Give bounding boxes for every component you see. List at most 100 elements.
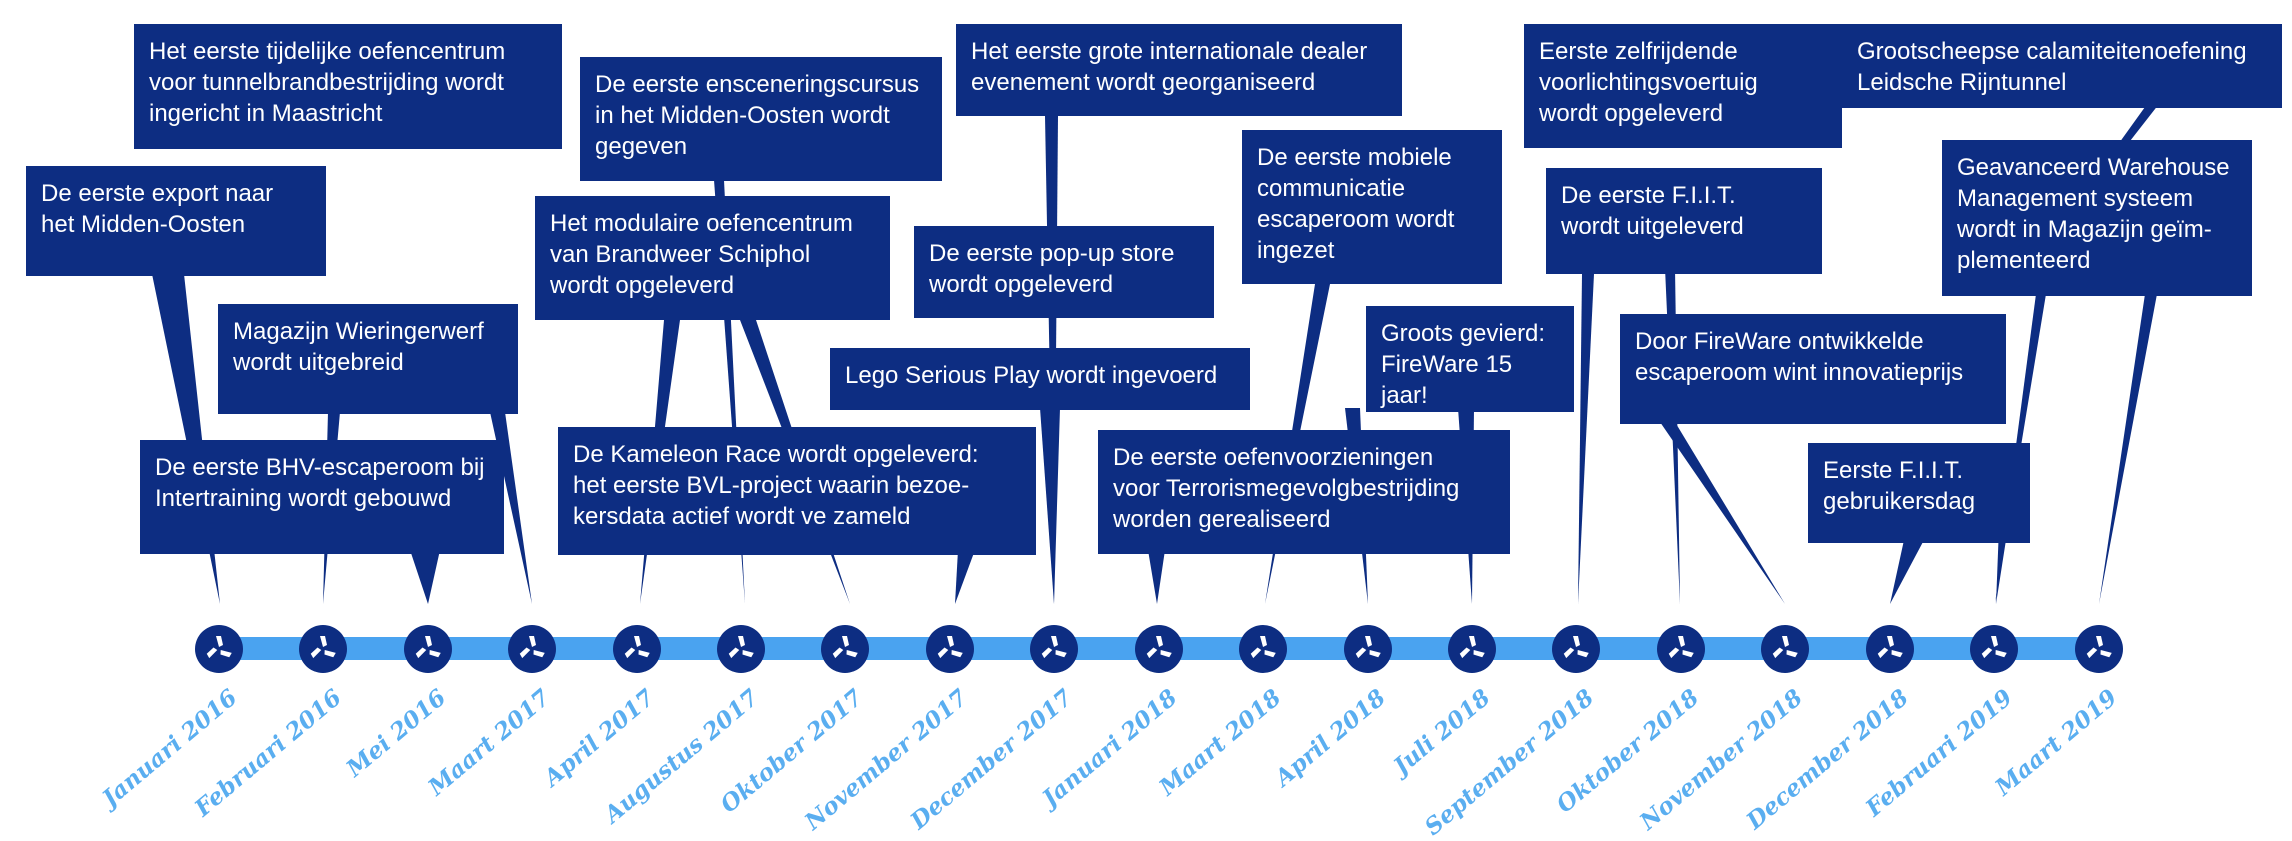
logo-blade [1682, 650, 1694, 658]
logo-blade [519, 647, 531, 659]
callout-magazijn-wieringerwerf: Magazijn Wieringerwerf wordt uitgebreid [218, 304, 518, 414]
logo-blade [742, 650, 754, 658]
callout-fiit-uitgeleverd: De eerste F.I.I.T. wordt uitgeleverd [1546, 168, 1822, 274]
timeline-node-circle [1552, 625, 1600, 673]
callout-pop-up-store: De eerste pop-up store wordt opgeleverd [914, 226, 1214, 318]
logo-blade [1250, 647, 1262, 659]
timeline-node [613, 625, 661, 673]
timeline-node [1135, 625, 1183, 673]
logo-blade [846, 650, 858, 658]
logo-blade [1678, 636, 1685, 647]
logo-blade [1264, 650, 1276, 658]
timeline-node [1866, 625, 1914, 673]
logo-blade [947, 636, 954, 647]
logo-blade [1260, 636, 1267, 647]
timeline-node [1970, 625, 2018, 673]
logo-blade [1146, 647, 1158, 659]
logo-blade [1668, 647, 1680, 659]
logo-blade [220, 650, 232, 658]
timeline-node [1657, 625, 1705, 673]
logo-blade [624, 647, 636, 659]
logo-blade [937, 647, 949, 659]
callout-pointer [1148, 550, 1165, 604]
timeline-node [1448, 625, 1496, 673]
callout-lego-serious-play: Lego Serious Play wordt ingevoerd [830, 348, 1250, 410]
fireware-logo-icon [728, 636, 754, 659]
logo-blade [1563, 647, 1575, 659]
callout-bhv-escaperoom: De eerste BHV-escaperoom bij Intertraini… [140, 440, 504, 554]
fireware-logo-icon [1355, 636, 1381, 659]
fireware-logo-icon [1250, 636, 1276, 659]
logo-blade [1573, 636, 1580, 647]
callout-fireware-15-jaar: Groots gevierd: FireWare 15 jaar! [1366, 306, 1574, 412]
callout-pointer [1660, 422, 1785, 604]
timeline-node-circle [508, 625, 556, 673]
logo-blade [206, 647, 218, 659]
timeline-node-circle [1657, 625, 1705, 673]
timeline-node [299, 625, 347, 673]
timeline-node-circle [1866, 625, 1914, 673]
logo-blade [1051, 636, 1058, 647]
timeline-node [1239, 625, 1287, 673]
callout-pointer [1890, 540, 1924, 604]
logo-blade [1459, 647, 1471, 659]
logo-blade [1877, 647, 1889, 659]
timeline-node-circle [1448, 625, 1496, 673]
fireware-logo-icon [415, 636, 441, 659]
logo-blade [634, 636, 641, 647]
logo-blade [1782, 636, 1789, 647]
logo-blade [1473, 650, 1485, 658]
timeline-node-circle [195, 625, 243, 673]
logo-blade [1786, 650, 1798, 658]
timeline-node-circle [299, 625, 347, 673]
logo-blade [951, 650, 963, 658]
fireware-logo-icon [1668, 636, 1694, 659]
logo-blade [310, 647, 322, 659]
logo-blade [1041, 647, 1053, 659]
logo-blade [429, 650, 441, 658]
fireware-logo-icon [1877, 636, 1903, 659]
logo-blade [728, 647, 740, 659]
logo-blade [738, 636, 745, 647]
callout-export-midden-oosten: De eerste export naar het Midden-Oosten [26, 166, 326, 276]
fireware-logo-icon [2086, 636, 2112, 659]
logo-blade [1772, 647, 1784, 659]
fireware-logo-icon [937, 636, 963, 659]
callout-oefencentrum-schiphol: Het modulaire oefencentrum van Brandweer… [535, 196, 890, 320]
timeline-node [1761, 625, 1809, 673]
fireware-logo-icon [624, 636, 650, 659]
callout-warehouse-management: Geavanceerd Warehouse Management systeem… [1942, 140, 2252, 296]
logo-blade [2096, 636, 2103, 647]
logo-blade [1160, 650, 1172, 658]
timeline-node-circle [404, 625, 452, 673]
timeline-node-circle [821, 625, 869, 673]
logo-blade [320, 636, 327, 647]
timeline-node [717, 625, 765, 673]
logo-blade [842, 636, 849, 647]
timeline-node-circle [2075, 625, 2123, 673]
timeline-node-circle [717, 625, 765, 673]
fireware-logo-icon [206, 636, 232, 659]
logo-blade [1577, 650, 1589, 658]
timeline-node [1030, 625, 1078, 673]
callout-pointer [152, 274, 220, 604]
callout-oefencentrum-maastricht: Het eerste tijdelijke oefencentrum voor … [134, 24, 562, 149]
logo-blade [529, 636, 536, 647]
logo-blade [1991, 636, 1998, 647]
timeline-node [926, 625, 974, 673]
callout-kameleon-race: De Kameleon Race wordt opgeleverd: het e… [558, 427, 1036, 555]
logo-blade [1055, 650, 1067, 658]
fireware-logo-icon [1459, 636, 1485, 659]
timeline-node-circle [1970, 625, 2018, 673]
logo-blade [2100, 650, 2112, 658]
logo-blade [2086, 647, 2098, 659]
logo-blade [533, 650, 545, 658]
logo-blade [1981, 647, 1993, 659]
fireware-logo-icon [1772, 636, 1798, 659]
callout-dealer-evenement: Het eerste grote internationale dealer e… [956, 24, 1402, 116]
timeline-node [195, 625, 243, 673]
logo-blade [1365, 636, 1372, 647]
callout-ensceneringscursus: De eerste ensceneringscursus in het Midd… [580, 57, 942, 181]
logo-blade [638, 650, 650, 658]
callout-fiit-gebruikersdag: Eerste F.I.I.T. gebruikersdag [1808, 443, 2030, 543]
